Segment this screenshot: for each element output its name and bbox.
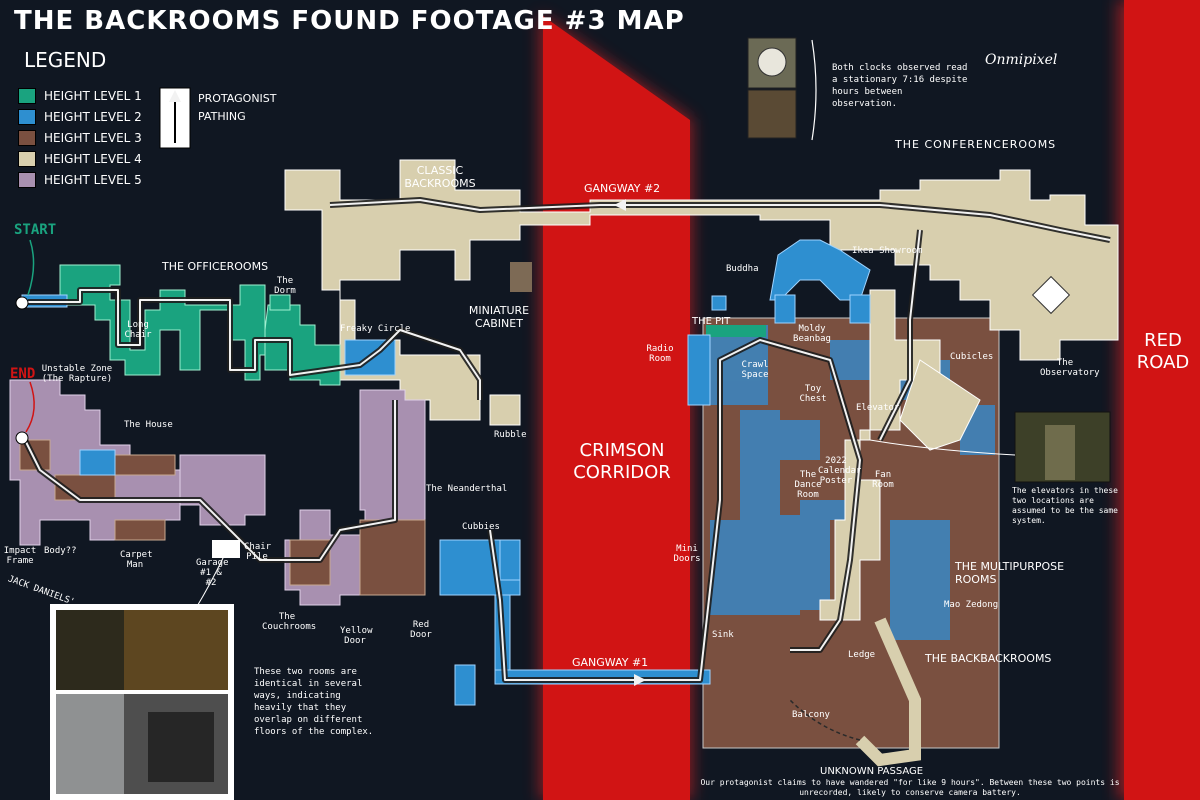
backbackrooms-corridor [855,617,921,767]
officerooms-label: THE OFFICEROOMS [162,260,269,273]
red-road-area [1124,0,1200,800]
calendar-poster-label: 2022 Calendar Poster [818,456,862,486]
legend-title: LEGEND [24,48,107,72]
red-door-label: Red Door [410,620,432,640]
clocks-note: Both clocks observed read a stationary 7… [832,63,968,109]
passage-note: Our protagonist claims to have wandered … [700,778,1120,797]
legend-label: HEIGHT LEVEL 5 [44,173,142,187]
legend-item-level3: HEIGHT LEVEL 3 [18,130,142,146]
gangway-1-label: GANGWAY #1 [572,656,649,669]
garage-label: Garage #1 & #2 [196,558,229,588]
cubbies-label: Cubbies [462,522,500,532]
carpet-man-label: Carpet Man [120,550,153,570]
start-pointer [27,239,35,296]
level2-swatch [18,109,36,125]
cubicles-label: Cubicles [950,352,994,362]
garage-marker [212,540,240,558]
unknown-passage-dashes [789,699,861,741]
crawl-space-label: Crawl Space [741,360,769,380]
fan-room-label: Fan Room [872,470,894,490]
garage-pointer [195,555,225,609]
level5-swatch [18,172,36,188]
rooms-identical-note: These two rooms are identical in several… [254,667,374,737]
clock-face-icon [757,47,787,77]
elevator-door-icon [1045,425,1075,480]
unstable-zone-label: Unstable Zone (The Rapture) [41,364,113,384]
the-observatory-label: The Observatory [1040,358,1100,378]
elevator-pointer [869,439,1016,456]
body-label: Body?? [44,546,77,556]
observatory-icon [1031,275,1071,315]
artist-signature: Onmipixel [985,52,1058,68]
conferencerooms-label: THE CONFERENCEROOMS [895,138,1057,151]
the-neanderthal-label: The Neanderthal [426,484,508,494]
mao-zedong-label: Mao Zedong [944,600,999,610]
ledge-label: Ledge [848,650,876,660]
rubble-label: Rubble [494,430,527,440]
moldy-beanbag-label: Moldy Beanbag [793,324,831,344]
red-road-label: RED ROAD [1136,330,1190,373]
chair-pile-label: Chair Pile [244,542,272,562]
end-pointer [25,381,35,433]
freaky-circle-label: Freaky Circle [340,324,411,334]
yellow-door-label: Yellow Door [340,626,373,646]
balcony-label: Balcony [792,710,830,720]
level1-swatch [18,88,36,104]
protagonist-path [24,199,1111,681]
the-dance-room-label: The Dance Room [794,470,822,500]
level3-swatch [18,130,36,146]
legend-label: HEIGHT LEVEL 4 [44,152,142,166]
legend-item-level5: HEIGHT LEVEL 5 [18,172,142,188]
officerooms-area [21,264,341,386]
crimson-corridor-label: CRIMSON CORRIDOR [573,440,671,483]
elevator-label: Elevator [856,403,900,413]
the-house-label: The House [124,420,173,430]
multipurpose-rooms-label: THE MULTIPURPOSE ROOMS [955,560,1065,586]
classic-backrooms-label: CLASSIC BACKROOMS [404,164,476,190]
pit-level1-area [706,325,766,337]
clock-bracket [811,39,817,141]
start-marker [15,296,29,310]
miniature-cabinet-label: MINIATURE CABINET [468,304,530,330]
elevators-note: The elevators in these two locations are… [1012,486,1118,525]
buddha-label: Buddha [726,264,759,274]
level4-swatch [18,151,36,167]
end-marker [15,431,29,445]
ikea-showroom-label: Ikea Showroom [852,246,923,256]
the-couchrooms-label: The Couchrooms [262,612,317,632]
legend-item-level4: HEIGHT LEVEL 4 [18,151,142,167]
the-pit-label: THE PIT [692,316,731,327]
legend-label: HEIGHT LEVEL 3 [44,131,142,145]
start-label: START [14,222,57,238]
legend-pathing-label-1: PROTAGONIST [198,92,277,105]
mini-doors-label: Mini Doors [673,544,701,564]
miniature-cabinet-thumb [510,262,532,292]
sink-label: Sink [712,630,734,640]
backbackrooms-label: THE BACKBACKROOMS [925,652,1052,665]
radio-room-label: Radio Room [646,344,674,364]
legend-pathing-label-2: PATHING [198,110,246,123]
garage-door-icon [148,712,214,782]
legend-label: HEIGHT LEVEL 1 [44,89,142,103]
impact-frame-label: Impact Frame [3,546,37,566]
legend-item-level1: HEIGHT LEVEL 1 [18,88,142,104]
unknown-passage-label: UNKNOWN PASSAGE [820,766,924,777]
long-chair-label: Long Chair [124,320,152,340]
room-photo-2 [124,610,228,690]
legend-item-level2: HEIGHT LEVEL 2 [18,109,142,125]
clock-photo-2 [747,89,797,139]
end-label: END [10,366,36,382]
ikea-level2-areas [687,239,871,406]
legend-label: HEIGHT LEVEL 2 [44,110,142,124]
gangway-2-label: GANGWAY #2 [584,182,661,195]
map-title: THE BACKROOMS FOUND FOOTAGE #3 MAP [14,6,685,36]
toy-chest-label: Toy Chest [799,384,827,404]
the-dorm-label: The Dorm [274,276,296,296]
